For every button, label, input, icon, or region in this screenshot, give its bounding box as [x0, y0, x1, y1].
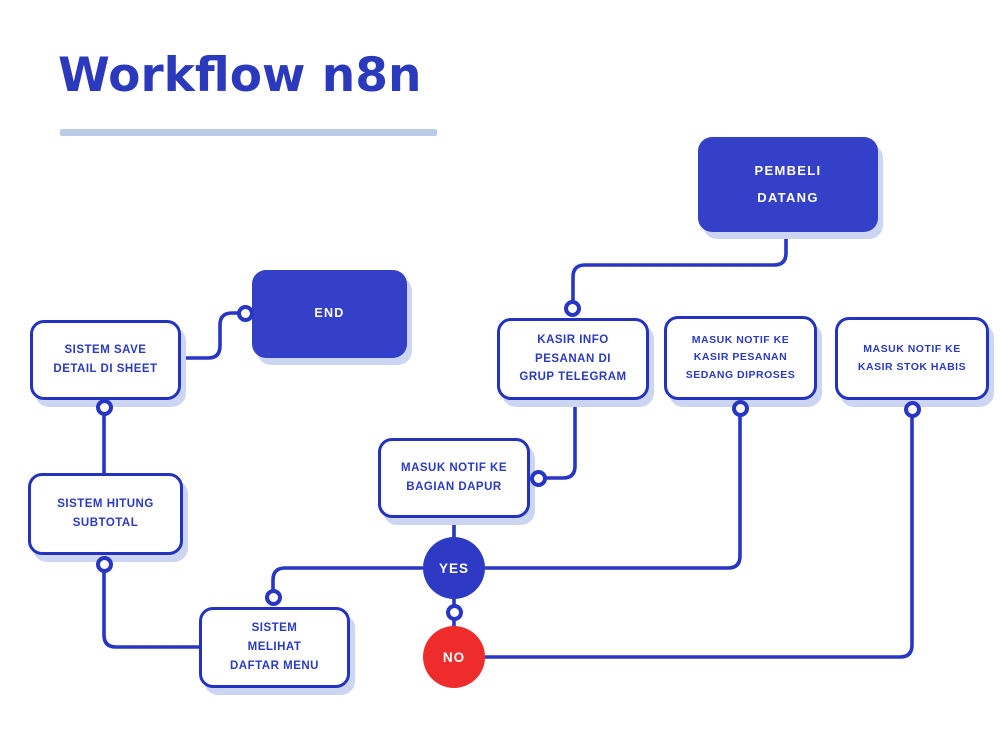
edge-pembeli-to-kasirinfo	[571, 230, 788, 303]
title-underline	[60, 129, 437, 136]
decision-yes: YES	[423, 537, 485, 599]
connector-dot-end-left	[237, 305, 254, 322]
connector-dot-diproses-bottom	[732, 400, 749, 417]
node-sistem-save: SISTEM SAVE DETAIL DI SHEET	[30, 320, 181, 400]
connector-dot-save-bottom	[96, 399, 113, 416]
connector-dot-stok-bottom	[904, 401, 921, 418]
node-sistem-melihat: SISTEM MELIHAT DAFTAR MENU	[199, 607, 350, 688]
node-pembeli-datang: PEMBELI DATANG	[698, 137, 878, 232]
edge-hitung-to-melihat	[102, 570, 201, 649]
connector-dot-melihat-top	[265, 589, 282, 606]
connector-dot-yes-no	[446, 604, 463, 621]
edge-save-to-end	[179, 311, 239, 360]
connector-dot-kasirinfo-top	[564, 300, 581, 317]
connector-dot-dapur-right	[530, 470, 547, 487]
node-notif-stok: MASUK NOTIF KE KASIR STOK HABIS	[835, 317, 989, 400]
connector-dot-hitung-bottom	[96, 556, 113, 573]
decision-no: NO	[423, 626, 485, 688]
node-notif-diproses: MASUK NOTIF KE KASIR PESANAN SEDANG DIPR…	[664, 316, 817, 400]
edge-stok-to-no	[484, 415, 914, 659]
node-notif-dapur: MASUK NOTIF KE BAGIAN DAPUR	[378, 438, 530, 518]
edge-yes-to-melihat	[271, 566, 424, 592]
edge-kasirinfo-to-dapur	[545, 398, 577, 480]
page-title: Workflow n8n	[58, 48, 422, 103]
node-end: END	[252, 270, 407, 358]
node-sistem-hitung: SISTEM HITUNG SUBTOTAL	[28, 473, 183, 555]
edge-diproses-to-yes	[484, 415, 742, 570]
node-kasir-info: KASIR INFO PESANAN DI GRUP TELEGRAM	[497, 318, 649, 400]
